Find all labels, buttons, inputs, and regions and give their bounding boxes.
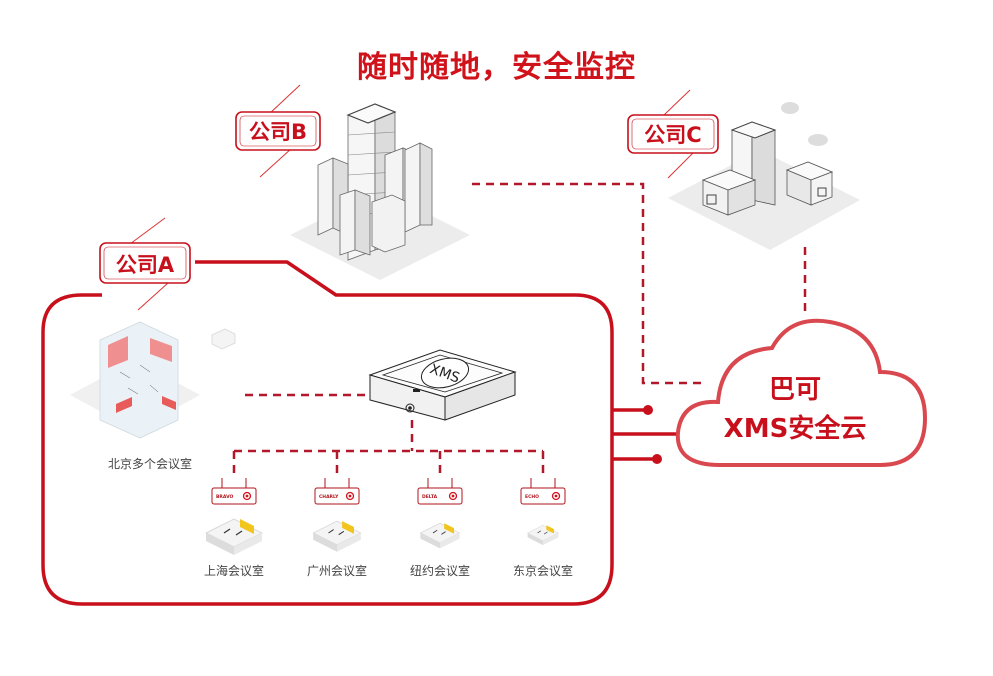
meeting-room-icon	[204, 518, 264, 555]
router-icon: ECHO	[520, 478, 566, 505]
room-label: 纽约会议室	[410, 563, 470, 578]
room-label: 上海会议室	[204, 563, 264, 578]
company-a-cloud-connectors	[612, 405, 680, 464]
room-item: BRAVO 上海会议室	[204, 478, 264, 578]
company-c-buildings-icon	[668, 102, 860, 250]
room-item: DELTA 纽约会议室	[410, 478, 470, 578]
xms-appliance-icon: XMS	[368, 349, 517, 421]
room-item: CHARLY 广州会议室	[307, 478, 367, 578]
xms-to-rooms-link	[232, 420, 545, 476]
cloud-title: 巴可	[769, 375, 821, 405]
beijing-label: 北京多个会议室	[108, 456, 192, 471]
router-label: BRAVO	[216, 494, 233, 500]
router-label: DELTA	[422, 494, 438, 500]
meeting-room-icon	[526, 524, 560, 546]
company-c-label: 公司C	[644, 123, 701, 147]
router-icon: DELTA	[417, 478, 463, 505]
room-label: 广州会议室	[307, 563, 367, 578]
xms-cloud-icon	[675, 318, 928, 467]
router-label: ECHO	[525, 494, 539, 500]
company-b-buildings-icon	[290, 103, 470, 280]
company-b-label: 公司B	[249, 120, 307, 144]
router-icon: BRAVO	[211, 478, 257, 505]
company-b-to-cloud-link	[472, 182, 705, 385]
router-icon: CHARLY	[314, 478, 360, 505]
room-label: 东京会议室	[513, 563, 573, 578]
meeting-room-icon	[419, 522, 461, 549]
company-c-tag: 公司C	[627, 89, 719, 179]
cloud-subtitle: XMS安全云	[724, 413, 867, 444]
company-a-frame	[41, 260, 614, 606]
room-item: ECHO 东京会议室	[513, 478, 573, 578]
company-a-label: 公司A	[116, 253, 175, 277]
beijing-office-icon	[70, 321, 236, 439]
meeting-room-icon	[312, 520, 362, 552]
diagram-title: 随时随地，安全监控	[357, 50, 636, 85]
company-a-tag: 公司A	[99, 217, 191, 311]
company-b-tag: 公司B	[235, 84, 321, 178]
rooms-layer: BRAVO 上海会议室 CHARLY 广州会议室 DELTA 纽约会议室 ECHO 东京会议室	[204, 478, 573, 578]
router-label: CHARLY	[319, 494, 339, 500]
